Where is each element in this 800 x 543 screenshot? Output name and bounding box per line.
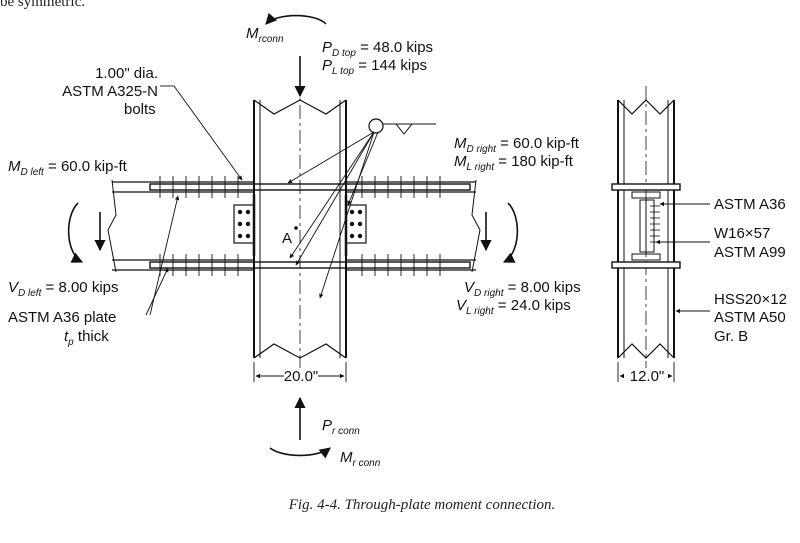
side-label-gr-b: Gr. B: [714, 328, 748, 345]
label-p-l-top: PL top = 144 kips: [322, 57, 427, 77]
label-m-rconn-bot: Mr conn: [340, 449, 381, 469]
label-point-a: A: [282, 230, 292, 247]
label-v-l-right: VL right = 24.0 kips: [456, 297, 571, 317]
label-bolts-1: 1.00" dia.: [95, 65, 158, 82]
label-bolts-2: ASTM A325-N: [62, 83, 158, 100]
side-label-w16x57: W16×57: [714, 225, 770, 242]
side-label-astm-a99: ASTM A99: [714, 244, 786, 261]
figure-caption: Fig. 4-4. Through-plate moment connectio…: [288, 497, 555, 513]
label-p-d-top: PD top = 48.0 kips: [322, 39, 433, 59]
label-v-d-left: VD left = 8.00 kips: [8, 279, 119, 299]
label-m-l-right: ML right = 180 kip-ft: [454, 153, 574, 173]
label-m-d-left: MD left = 60.0 kip-ft: [8, 158, 128, 178]
label-dim-col: 20.0": [284, 368, 319, 385]
label-dim-side: 12.0": [630, 368, 665, 385]
label-v-d-right: VD right = 8.00 kips: [464, 279, 581, 299]
label-bolts-3: bolts: [124, 101, 156, 118]
label-p-rconn: Pr conn: [322, 417, 360, 437]
main-elevation: [67, 12, 519, 459]
label-plate: ASTM A36 plate: [8, 309, 116, 326]
label-m-rconn-top: Mrconn: [246, 25, 284, 45]
label-m-d-right: MD right = 60.0 kip-ft: [454, 135, 580, 155]
label-plate-thick: tp thick: [64, 328, 109, 348]
side-label-hss20x12: HSS20×12: [714, 291, 787, 308]
side-view: [611, 86, 710, 382]
labels: Mrconn PD top = 48.0 kips PL top = 144 k…: [8, 25, 787, 513]
side-label-astm-a50: ASTM A50: [714, 309, 786, 326]
header-fragment: be symmetric.: [0, 0, 85, 10]
side-label-astm-a36: ASTM A36: [714, 196, 786, 213]
